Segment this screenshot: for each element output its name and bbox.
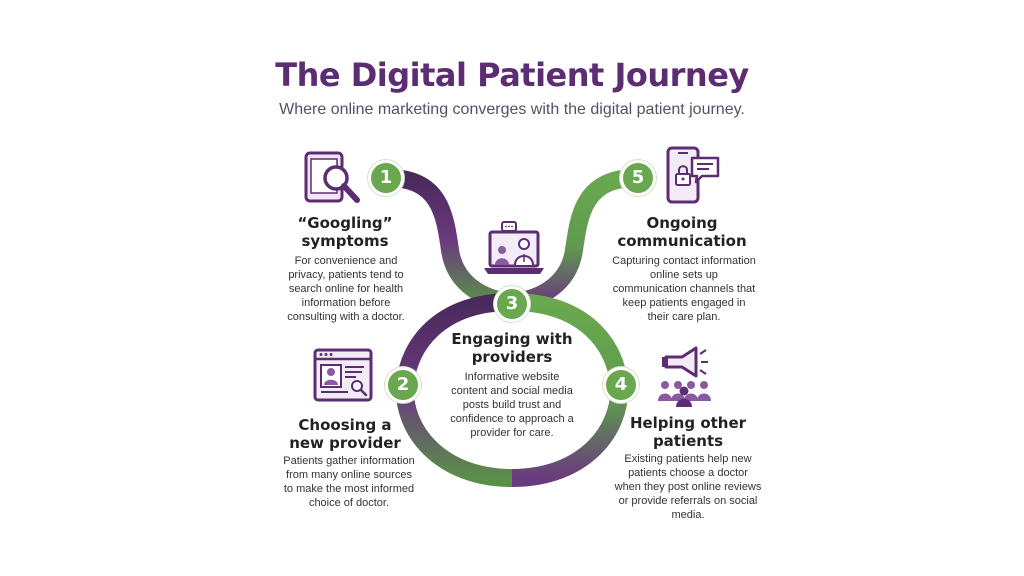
step-1-heading: “Googling” symptoms <box>280 214 410 250</box>
step-4-heading: Helping other patients <box>618 414 758 450</box>
step-2-heading-line2: new provider <box>289 434 401 452</box>
step-1-text: For convenience and privacy, patients te… <box>287 255 405 323</box>
megaphone-group-icon <box>658 346 711 407</box>
step-2-text: Patients gather information from many on… <box>283 455 415 509</box>
video-consult-icon <box>484 221 544 274</box>
phone-message-icon <box>666 146 720 204</box>
step-4-heading-line1: Helping other <box>629 414 747 432</box>
step-3-text: Informative website content and social m… <box>450 371 574 439</box>
step-2-heading: Choosing a new provider <box>280 416 410 452</box>
provider-profile-icon <box>313 348 373 402</box>
step-5-text: Capturing contact information online set… <box>612 255 756 323</box>
step-badge-5: 5 <box>620 160 656 196</box>
step-badge-2: 2 <box>385 367 421 403</box>
step-5-heading-line1: Ongoing <box>646 214 718 232</box>
step-4-text: Existing patients help new patients choo… <box>614 453 762 521</box>
step-badge-4: 4 <box>603 367 639 403</box>
step-badge-3: 3 <box>494 286 530 322</box>
step-3-heading: Engaging with providers <box>442 330 582 366</box>
step-3-heading-line1: Engaging with <box>451 330 573 348</box>
page-title: The Digital Patient Journey <box>275 56 749 94</box>
step-4-heading-line2: patients <box>652 432 724 450</box>
step-5-heading: Ongoing communication <box>612 214 752 250</box>
page-subtitle: Where online marketing converges with th… <box>279 101 745 118</box>
step-1-heading-line1: “Googling” <box>297 214 393 232</box>
step-5-heading-line2: communication <box>617 232 747 250</box>
step-2-heading-line1: Choosing a <box>298 416 392 434</box>
step-3-heading-line2: providers <box>471 348 553 366</box>
step-1-heading-line2: symptoms <box>301 232 389 250</box>
tablet-search-icon <box>304 151 360 203</box>
step-badge-1: 1 <box>368 160 404 196</box>
